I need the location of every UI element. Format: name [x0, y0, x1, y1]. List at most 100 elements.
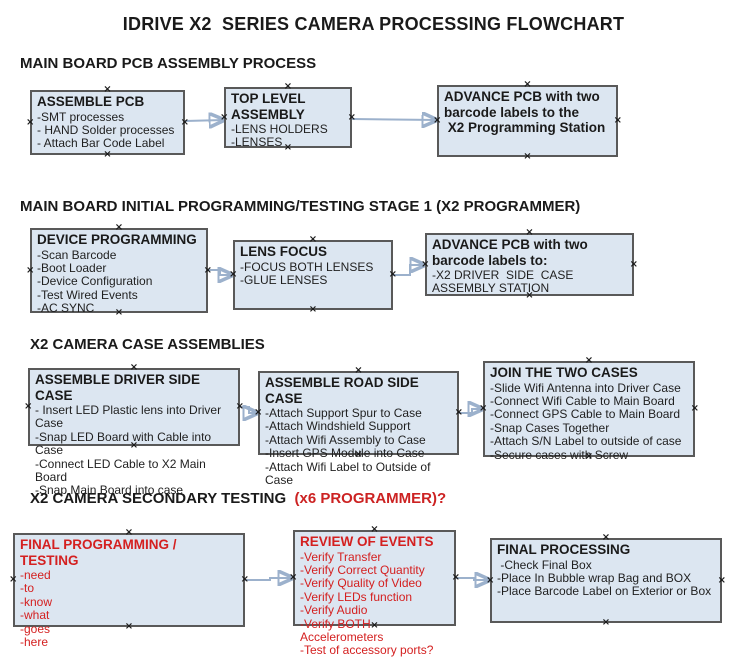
flow-box-line: -Verify Transfer: [300, 549, 382, 564]
connector-s4-b1-b2: [245, 578, 293, 580]
flow-box-final-processing: × × × × FINAL PROCESSING -Check Final Bo…: [486, 533, 726, 628]
connection-x-icon: ×: [717, 574, 726, 586]
flow-box-line: -Verify LEDs function: [300, 589, 413, 604]
flow-box-line: -know: [20, 594, 53, 609]
connector-s2-b1-b2: [208, 270, 233, 275]
flow-box-line: -Verify Correct Quantity: [300, 562, 425, 577]
connection-x-icon: ×: [26, 116, 35, 128]
connection-x-icon: ×: [433, 115, 442, 126]
connector-s1-b2-b3: [351, 119, 437, 120]
flow-box-line: -Snap LED Board with Cable into Case: [35, 429, 215, 458]
flow-box-line: -FOCUS BOTH LENSES: [240, 259, 374, 274]
flow-box-device-programming: × × × × DEVICE PROGRAMMING -Scan Barcode…: [26, 223, 212, 318]
flow-box-line: - Attach Bar Code Label: [37, 136, 165, 151]
flow-box-title: FINAL PROGRAMMING / TESTING: [20, 537, 181, 568]
flow-box-line: -Place Barcode Label on Exterior or Box: [497, 584, 712, 599]
flow-box-line: - HAND Solder processes: [37, 122, 175, 137]
connection-x-icon: ×: [421, 258, 430, 270]
flow-box-line: -to: [20, 581, 35, 596]
flow-box-lens-focus: × × × × LENS FOCUS -FOCUS BOTH LENSES -G…: [229, 235, 397, 315]
connection-x-icon: ×: [289, 572, 298, 583]
flow-box-title: TOP LEVEL ASSEMBLY: [231, 91, 309, 122]
connector-s1-b1-b2: [184, 120, 224, 121]
flow-box-top-level-assembly: × × × × TOP LEVEL ASSEMBLY -LENS HOLDERS…: [220, 82, 356, 153]
page-title: IDRIVE X2 SERIES CAMERA PROCESSING FLOWC…: [122, 14, 625, 34]
connection-x-icon: ×: [451, 572, 460, 583]
flow-box-line: -SMT processes: [37, 109, 125, 124]
flow-box-advance-pcb-driver-side-station: × × × × ADVANCE PCB with two barcode lab…: [421, 228, 638, 301]
flow-box-line: -goes: [20, 621, 51, 636]
connection-x-icon: ×: [479, 403, 488, 414]
flow-box-line: -Attach Wifi Label to Outside of Case: [265, 459, 434, 488]
flow-box-line: -AC SYNC: [37, 301, 95, 316]
connection-x-icon: ×: [613, 115, 622, 126]
flow-box-line: -Slide Wifi Antenna into Driver Case: [490, 380, 681, 395]
flow-box-line: -Boot Loader: [37, 260, 107, 275]
flow-box-line: -Place In Bubble wrap Bag and BOX: [497, 570, 692, 585]
connection-x-icon: ×: [388, 269, 397, 280]
flow-box-line: -Verify Audio: [300, 603, 368, 618]
flow-box-line: -here: [20, 635, 49, 650]
flow-box-title: ASSEMBLE DRIVER SIDE CASE: [35, 372, 204, 403]
connection-x-icon: ×: [103, 149, 112, 160]
connection-x-icon: ×: [24, 401, 33, 412]
connection-x-icon: ×: [229, 269, 238, 280]
connection-x-icon: ×: [601, 617, 611, 628]
connection-x-icon: ×: [9, 574, 18, 585]
flow-box-line: -Verify Quality of Video: [300, 576, 422, 591]
connection-x-icon: ×: [347, 111, 356, 123]
flow-box-title: FINAL PROCESSING: [497, 542, 631, 557]
flow-box-assemble-road-side-case: × × × × ASSEMBLE ROAD SIDE CASE -Attach …: [254, 366, 463, 487]
flow-box-line: - Insert LED Plastic lens into Driver Ca…: [35, 403, 225, 431]
flow-box-line: -Scan Barcode: [37, 247, 117, 262]
connection-x-icon: ×: [486, 574, 495, 586]
flow-box-line: -Attach Windshield Support: [265, 419, 411, 434]
flow-box-join-the-two-cases: × × × × JOIN THE TWO CASES -Slide Wifi A…: [479, 356, 699, 462]
section-heading-secondary-testing: X2 CAMERA SECONDARY TESTING (x6 PROGRAMM…: [30, 490, 446, 507]
flow-box-line: -Secure cases with Screw: [490, 447, 629, 462]
flow-box-title: LENS FOCUS: [240, 244, 328, 259]
connection-x-icon: ×: [523, 151, 532, 162]
connector-s3-b2-b3: [459, 409, 483, 413]
connection-x-icon: ×: [203, 264, 212, 276]
section-heading-initial-programming: MAIN BOARD INITIAL PROGRAMMING/TESTING S…: [20, 198, 581, 215]
flow-box-line: -Attach Support Spur to Case: [265, 406, 422, 420]
flow-box-line: -LENSES: [231, 135, 283, 150]
flow-box-title: ADVANCE PCB with two barcode labels to t…: [444, 89, 606, 135]
flow-box-title: DEVICE PROGRAMMING: [37, 232, 197, 247]
flow-box-line: -X2 DRIVER SIDE CASE ASSEMBLY STATION: [432, 268, 580, 296]
flow-box-line: -GLUE LENSES: [240, 272, 328, 287]
flow-box-line: -Check Final Box: [497, 557, 592, 572]
connector-s2-b2-b3: [393, 265, 425, 276]
flow-box-title: ADVANCE PCB with two barcode labels to:: [432, 237, 592, 268]
flow-box-assemble-driver-side-case: × × × × ASSEMBLE DRIVER SIDE CASE - Inse…: [24, 363, 244, 498]
connection-x-icon: ×: [180, 116, 189, 128]
flow-box-review-of-events: × × × × REVIEW OF EVENTS -Verify Transfe…: [289, 525, 460, 658]
connector-s4-b2-b3: [456, 578, 490, 580]
flow-box-line: -Connect GPS Cable to Main Board: [490, 407, 681, 422]
flow-box-title: REVIEW OF EVENTS: [300, 534, 434, 549]
connection-x-icon: ×: [629, 258, 638, 270]
connection-x-icon: ×: [240, 574, 249, 585]
flow-box-assemble-pcb: × × × × ASSEMBLE PCB -SMT processes - HA…: [26, 85, 189, 160]
flow-box-line: -Connect LED Cable to X2 Main Board: [35, 456, 210, 485]
connection-x-icon: ×: [308, 304, 318, 315]
flow-box-advance-pcb-programming-station: × × × × ADVANCE PCB with two barcode lab…: [433, 80, 622, 162]
flow-box-line: -Insert GPS Module into Case: [265, 446, 425, 461]
section-heading-pcb-assembly: MAIN BOARD PCB ASSEMBLY PROCESS: [20, 55, 317, 72]
flow-box-line: -Snap Cases Together: [490, 420, 610, 435]
section-heading-red-part: (x6 PROGRAMMER)?: [290, 490, 447, 507]
flow-box-line: -Attach Wifi Assembly to Case: [265, 432, 426, 447]
flow-box-line: -Test of accessory ports?: [300, 643, 434, 658]
section-heading-case-assemblies: X2 CAMERA CASE ASSEMBLIES: [30, 336, 265, 353]
flow-box-line: -Verify BOTH Accelerometers: [300, 616, 384, 644]
connector-s3-b1-b2: [240, 407, 258, 413]
flow-box-line: -Snap Main Board into case: [35, 483, 184, 498]
flow-box-line: -Test Wired Events: [37, 287, 138, 302]
flow-box-title: ASSEMBLE PCB: [37, 94, 145, 109]
flow-box-line: -what: [20, 608, 50, 623]
connection-x-icon: ×: [454, 407, 463, 418]
flow-box-title: JOIN THE TWO CASES: [490, 365, 638, 380]
section-heading-black-part: X2 CAMERA SECONDARY TESTING: [30, 490, 291, 507]
